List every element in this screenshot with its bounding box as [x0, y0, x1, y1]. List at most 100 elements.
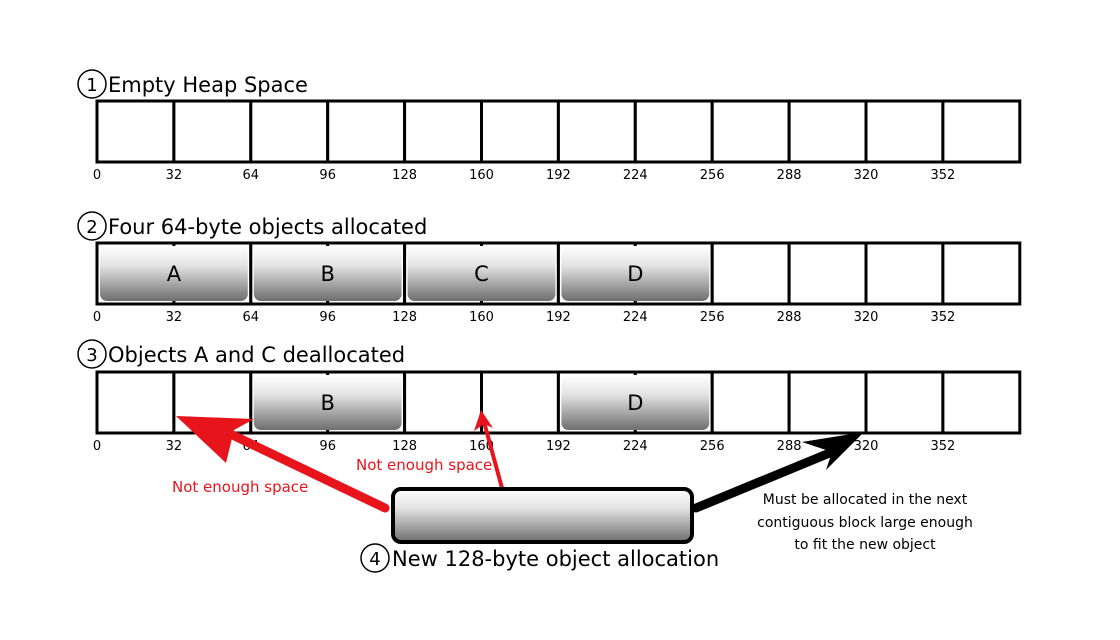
address-tick-label: 0: [93, 439, 101, 454]
heap-cell: [480, 99, 560, 164]
step-number: 1: [86, 75, 97, 96]
not-enough-space-label-middle: Not enough space: [356, 456, 492, 474]
heap-cell: [556, 99, 637, 164]
address-tick-label: 256: [700, 310, 725, 325]
address-tick-label: 224: [623, 439, 648, 454]
heap-cell: [249, 99, 330, 164]
address-tick-label: 288: [777, 439, 802, 454]
new-object-block: [391, 487, 694, 544]
heap-cell: [633, 99, 714, 164]
heap-object-block: [100, 246, 248, 301]
address-tick-label: 128: [392, 439, 417, 454]
heap-cell: [480, 370, 560, 435]
address-tick-label: 64: [243, 168, 260, 183]
address-tick-label: 64: [243, 310, 260, 325]
heap-object-block: [407, 246, 556, 301]
address-tick-label: 192: [546, 439, 571, 454]
heap-object-label: B: [320, 262, 334, 286]
address-ticks: 0 32 64 96 128 160 192 224 256 288 320 352: [93, 168, 955, 183]
heap-cell: [941, 370, 1022, 435]
step-number-circle: [360, 543, 390, 573]
arrow-to-free-block: [691, 432, 864, 513]
address-tick-label: 320: [854, 439, 879, 454]
heap-cell: [710, 99, 791, 164]
heap-object-block: [561, 375, 710, 430]
step-number: 4: [369, 549, 380, 570]
heap-cell: [172, 99, 253, 164]
step-number-circle: [77, 69, 107, 99]
arrow-to-middle-gap: [474, 410, 504, 490]
address-tick-label: 224: [623, 310, 648, 325]
heap-object-label: A: [167, 262, 182, 286]
address-tick-label: 128: [392, 168, 417, 183]
heap-cell: [95, 99, 176, 164]
address-tick-label: 288: [777, 168, 802, 183]
address-tick-label: 320: [854, 168, 879, 183]
heap-object-block: [561, 246, 710, 301]
heap-cell: [710, 241, 791, 306]
arrow-to-left-gap: [176, 416, 390, 513]
section-1: 1 Empty Heap Space 0 32 64 96 128 160 192 224 25…: [77, 69, 1022, 183]
heap-cell: [403, 99, 484, 164]
address-tick-label: 0: [93, 168, 101, 183]
address-tick-label: 96: [319, 168, 336, 183]
address-tick-label: 256: [700, 168, 725, 183]
address-tick-label: 96: [319, 310, 336, 325]
heap-object-block: [253, 246, 402, 301]
address-tick-label: 320: [854, 310, 879, 325]
address-tick-label: 192: [546, 168, 571, 183]
step-number: 2: [86, 217, 97, 238]
new-object-label: New 128-byte object allocation: [392, 547, 719, 571]
step-number-circle: [77, 211, 107, 241]
address-tick-label: 192: [546, 310, 571, 325]
allocation-note-line-1: Must be allocated in the next: [763, 492, 968, 508]
address-ticks: 0 32 64 96 128 160 192 224 256 288 320 352: [93, 310, 955, 325]
address-tick-label: 256: [700, 439, 725, 454]
heap-cell: [787, 99, 868, 164]
address-tick-label: 160: [469, 310, 494, 325]
allocation-note-line-2: contiguous block large enough: [757, 515, 973, 531]
address-tick-label: 160: [469, 168, 494, 183]
heap-object-block: [253, 375, 402, 430]
heap-cell: [710, 370, 791, 435]
section-title: Objects A and C deallocated: [108, 343, 405, 367]
heap-object-label: D: [627, 391, 643, 415]
not-enough-space-label-left: Not enough space: [172, 478, 308, 496]
heap-objects: A B C D: [100, 246, 710, 301]
address-tick-label: 352: [930, 439, 955, 454]
heap-cell: [787, 241, 868, 306]
address-tick-label: 32: [166, 310, 183, 325]
heap-cell: [403, 370, 484, 435]
address-tick-label: 32: [166, 439, 183, 454]
heap-cell: [941, 99, 1022, 164]
address-tick-label: 32: [166, 168, 183, 183]
heap-cell: [864, 99, 945, 164]
section-3: 3 Objects A and C deallocated BD 0326496…: [77, 339, 1022, 454]
heap-cell: [864, 370, 945, 435]
address-tick-label: 352: [930, 168, 955, 183]
heap-cell: [787, 370, 868, 435]
section-2: 2 Four 64-byte objects allocated A B C D 0 3…: [77, 211, 1022, 325]
heap-cell: [95, 370, 176, 435]
heap-cells: [95, 99, 1022, 164]
heap-cell: [864, 241, 945, 306]
section-title: Empty Heap Space: [108, 73, 308, 97]
heap-object-label: B: [320, 391, 334, 415]
step-number-circle: [77, 339, 107, 369]
address-tick-label: 224: [623, 168, 648, 183]
address-tick-label: 288: [777, 310, 802, 325]
address-tick-label: 128: [392, 310, 417, 325]
step-number: 3: [86, 345, 97, 366]
heap-object-label: D: [627, 262, 643, 286]
new-object: 4 New 128-byte object allocation: [360, 487, 719, 573]
heap-object-label: C: [474, 262, 489, 286]
heap-cell: [326, 99, 407, 164]
section-title: Four 64-byte objects allocated: [108, 215, 427, 239]
address-tick-label: 0: [93, 310, 101, 325]
address-tick-label: 352: [930, 310, 955, 325]
heap-cell: [941, 241, 1022, 306]
allocation-note-line-3: to fit the new object: [794, 537, 936, 553]
